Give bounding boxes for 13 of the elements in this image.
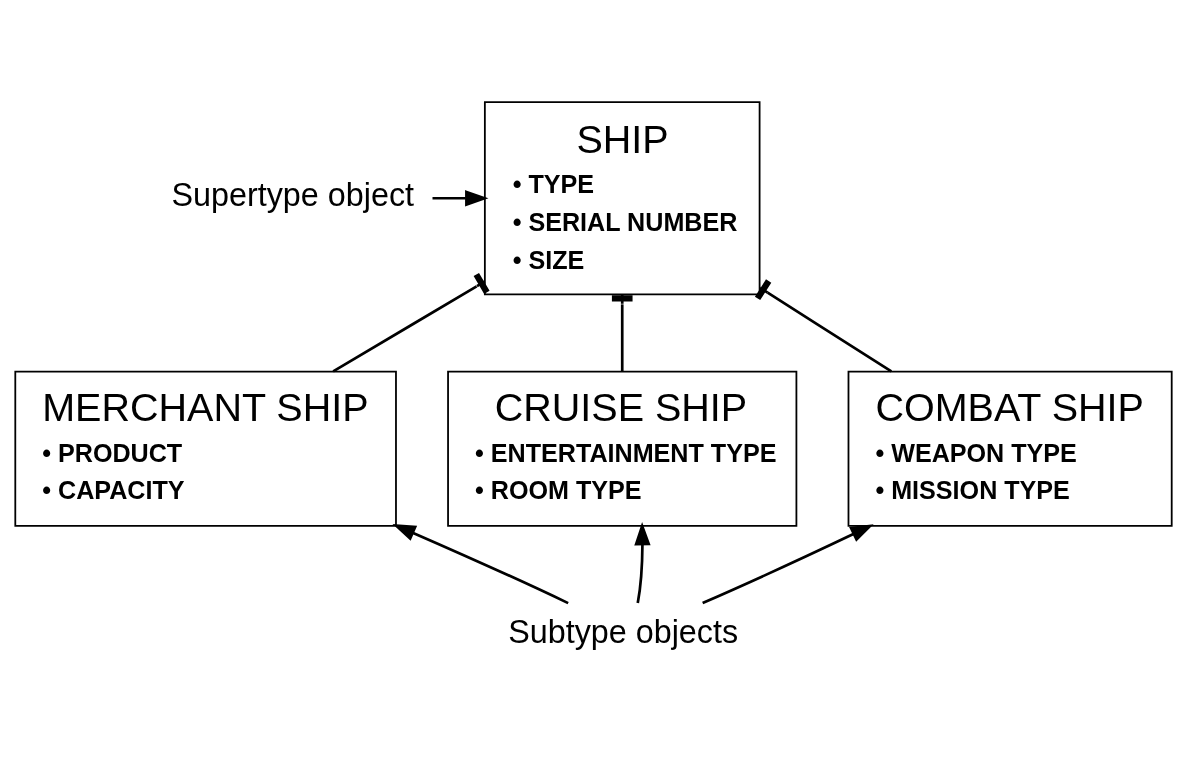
connector	[332, 272, 490, 373]
node-text: Supertype object	[171, 177, 415, 214]
arrow	[702, 524, 874, 605]
node-box: CRUISE SHIP • ENTERTAINMENT TYPE • ROOM TYPE	[447, 370, 798, 527]
arrow	[432, 190, 489, 207]
connector	[611, 294, 633, 372]
connector	[754, 279, 893, 373]
node-text: Subtype objects	[508, 614, 739, 651]
arrow	[634, 522, 651, 604]
arrow	[392, 523, 569, 605]
node-box: COMBAT SHIP • WEAPON TYPE • MISSION TYPE	[847, 370, 1173, 527]
node-box: MERCHANT SHIP • PRODUCT • CAPACITY	[14, 370, 397, 527]
node-box: SHIP • TYPE • SERIAL NUMBER • SIZE	[483, 101, 761, 296]
